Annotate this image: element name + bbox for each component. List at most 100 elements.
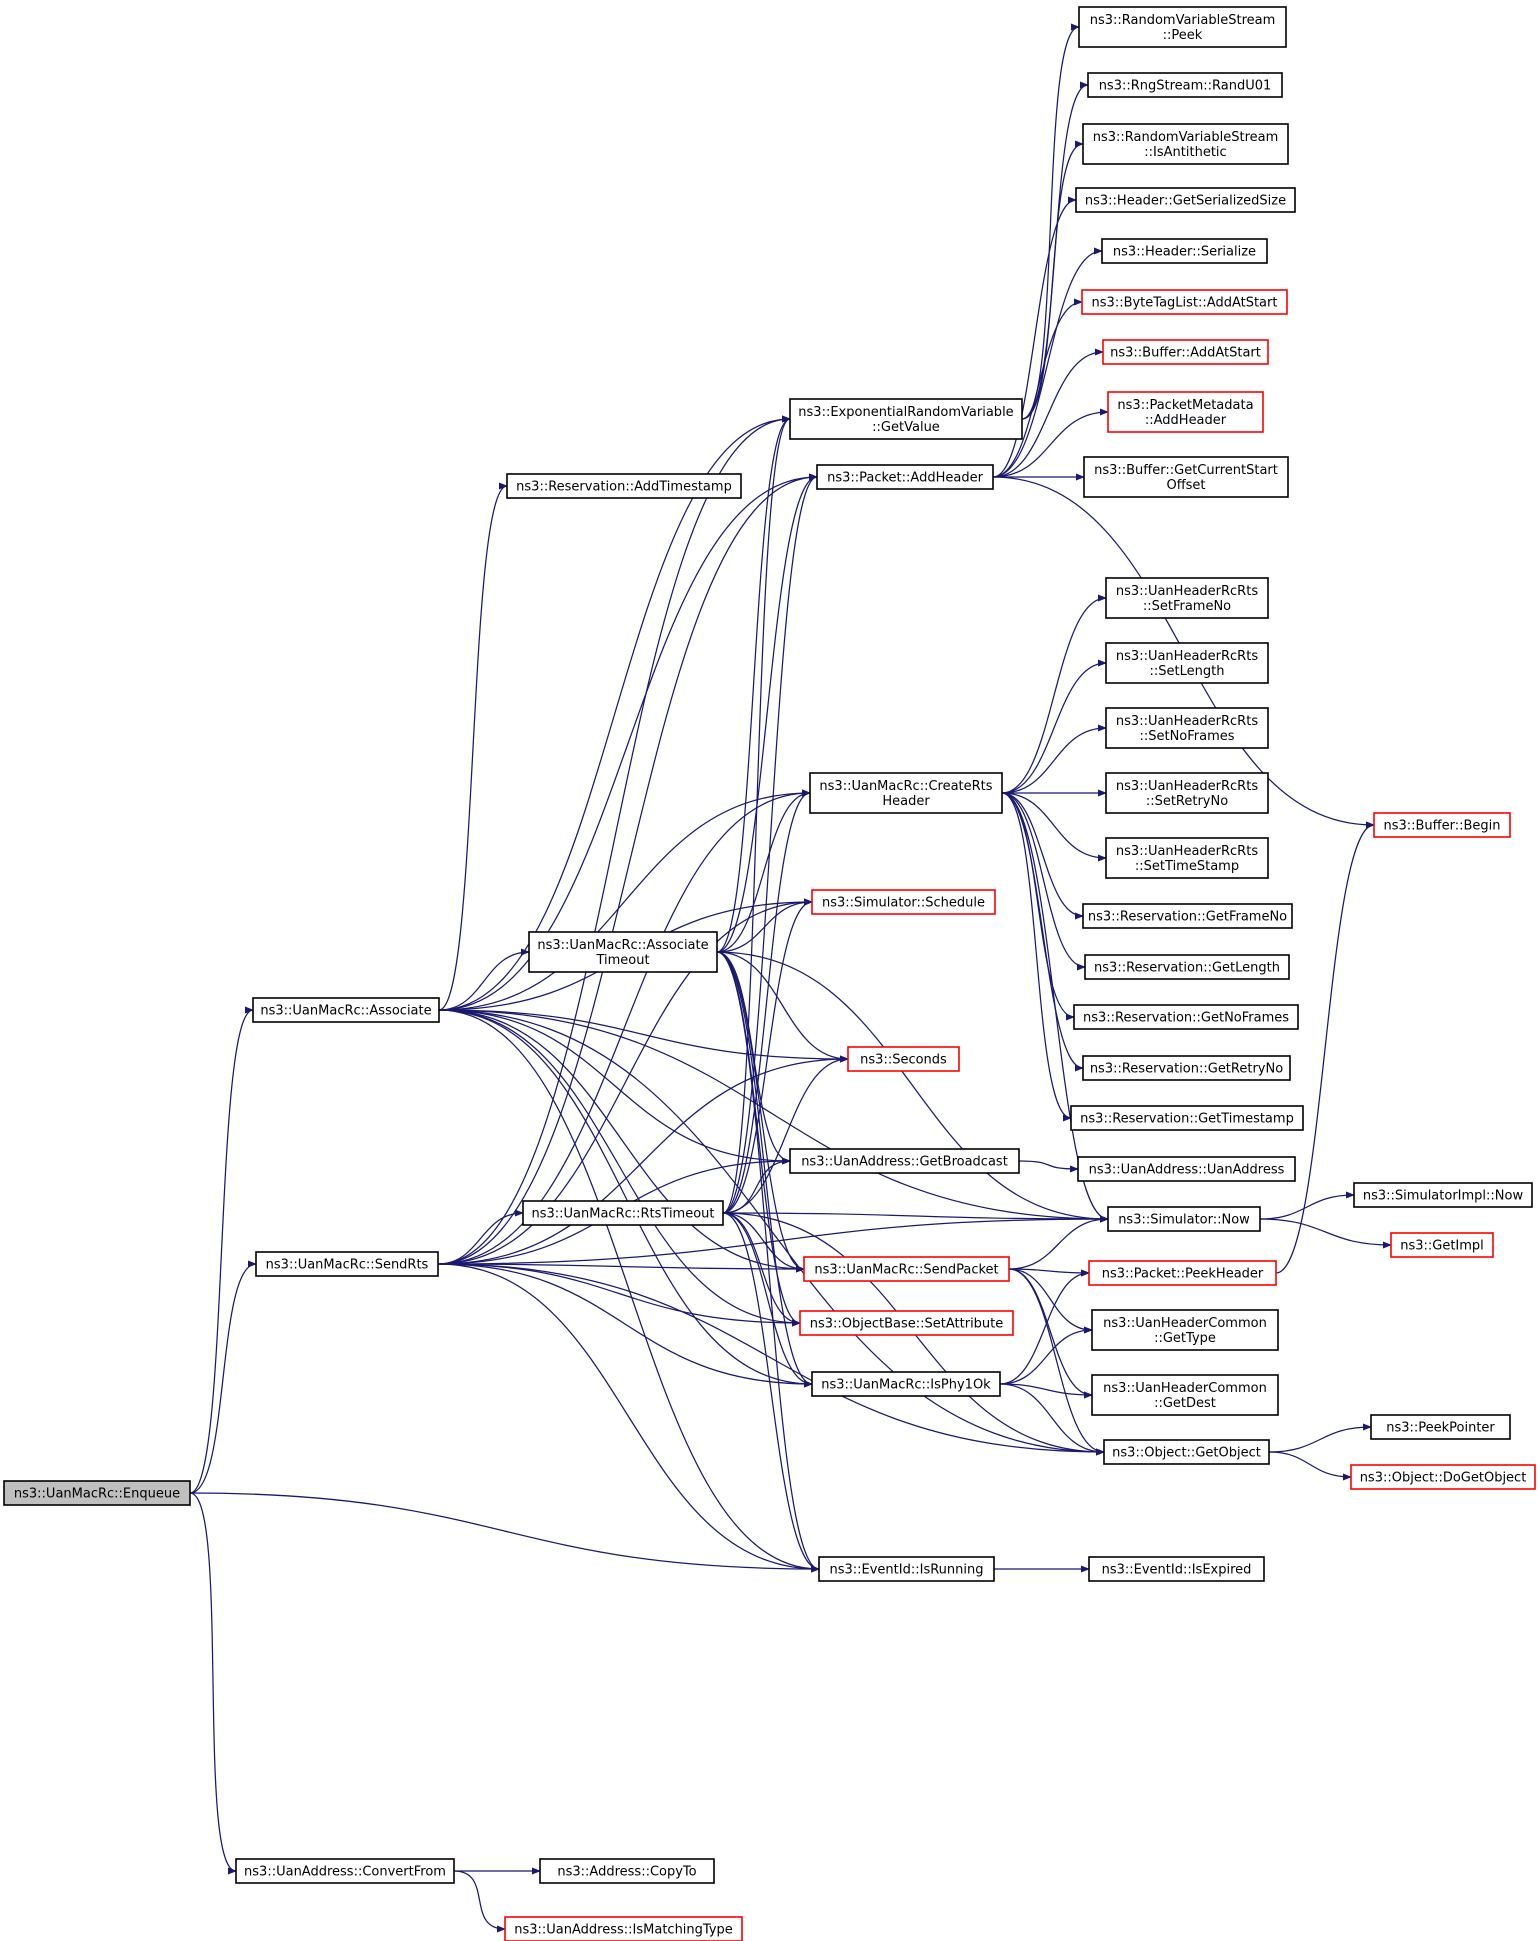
node-is-antithetic[interactable]: ns3::RandomVariableStream::IsAntithetic — [1082, 123, 1289, 165]
node-uan-address[interactable]: ns3::UanAddress::UanAddress — [1077, 1156, 1296, 1182]
node-get-impl[interactable]: ns3::GetImpl — [1390, 1232, 1494, 1258]
node-box — [1070, 1105, 1304, 1131]
node-sim-now[interactable]: ns3::Simulator::Now — [1107, 1206, 1261, 1232]
node-box — [1105, 707, 1269, 749]
node-meta-add-header[interactable]: ns3::PacketMetadata::AddHeader — [1107, 391, 1264, 433]
node-get-serialized-size[interactable]: ns3::Header::GetSerializedSize — [1075, 187, 1296, 213]
node-rts-timeout[interactable]: ns3::UanMacRc::RtsTimeout — [522, 1200, 724, 1226]
node-box — [1105, 577, 1269, 619]
node-label: ns3::PacketMetadata — [1117, 398, 1253, 413]
node-label: ::GetType — [1154, 1331, 1216, 1346]
node-send-packet[interactable]: ns3::UanMacRc::SendPacket — [803, 1256, 1010, 1282]
node-label: ::SetRetryNo — [1146, 794, 1228, 809]
edge-isPhy1Ok-to-getObject — [999, 1383, 1105, 1456]
node-res-get-frame-no[interactable]: ns3::Reservation::GetFrameNo — [1082, 903, 1293, 929]
node-label: ns3::Header::Serialize — [1113, 245, 1256, 260]
edge-sendRts-to-expGetValue — [437, 415, 791, 1265]
node-send-rts[interactable]: ns3::UanMacRc::SendRts — [255, 1251, 439, 1277]
node-box — [522, 1200, 724, 1226]
node-box — [1101, 238, 1268, 264]
edge-enqueue-to-convertFrom — [189, 1492, 237, 1875]
node-hdr-get-type[interactable]: ns3::UanHeaderCommon::GetType — [1091, 1309, 1279, 1351]
edge-rtsTimeout-to-expGetValue — [722, 415, 791, 1214]
node-res-get-length[interactable]: ns3::Reservation::GetLength — [1084, 954, 1290, 980]
node-is-expired[interactable]: ns3::EventId::IsExpired — [1088, 1556, 1265, 1582]
node-add-timestamp[interactable]: ns3::Reservation::AddTimestamp — [506, 473, 742, 499]
node-peek-header[interactable]: ns3::Packet::PeekHeader — [1088, 1260, 1277, 1286]
edge-createRtsHeader-to-setFrameNo — [1001, 594, 1107, 794]
edge-associate-to-setAttribute — [438, 1009, 801, 1327]
node-byte-tag-add-at-start[interactable]: ns3::ByteTagList::AddAtStart — [1081, 289, 1288, 315]
node-res-get-no-frames[interactable]: ns3::Reservation::GetNoFrames — [1073, 1004, 1299, 1030]
edge-sendPacket-to-getObject — [1008, 1268, 1105, 1456]
node-box — [1082, 123, 1289, 165]
node-hdr-get-dest[interactable]: ns3::UanHeaderCommon::GetDest — [1091, 1374, 1279, 1416]
node-set-time-stamp[interactable]: ns3::UanHeaderRcRts::SetTimeStamp — [1105, 837, 1269, 879]
node-box — [1091, 1374, 1279, 1416]
node-set-attribute[interactable]: ns3::ObjectBase::SetAttribute — [799, 1310, 1014, 1336]
node-is-running[interactable]: ns3::EventId::IsRunning — [818, 1556, 995, 1582]
node-label: Offset — [1166, 478, 1205, 493]
node-copy-to[interactable]: ns3::Address::CopyTo — [539, 1858, 715, 1884]
node-enqueue[interactable]: ns3::UanMacRc::Enqueue — [3, 1480, 191, 1506]
node-set-frame-no[interactable]: ns3::UanHeaderRcRts::SetFrameNo — [1105, 577, 1269, 619]
node-label: ns3::EventId::IsExpired — [1102, 1563, 1252, 1578]
edge-sendRts-to-rtsTimeout — [437, 1209, 524, 1265]
node-box — [1107, 391, 1264, 433]
node-set-length[interactable]: ns3::UanHeaderRcRts::SetLength — [1105, 642, 1269, 684]
node-buffer-begin[interactable]: ns3::Buffer::Begin — [1373, 812, 1511, 838]
node-box — [1353, 1182, 1533, 1208]
node-label: ns3::UanHeaderCommon — [1103, 1381, 1267, 1396]
node-box — [1105, 642, 1269, 684]
edge-associate-to-simNow — [438, 1009, 1109, 1223]
node-buffer-add-at-start[interactable]: ns3::Buffer::AddAtStart — [1102, 339, 1269, 365]
node-label: ns3::UanAddress::GetBroadcast — [801, 1155, 1008, 1170]
node-sim-schedule[interactable]: ns3::Simulator::Schedule — [811, 889, 996, 915]
edge-associate-to-addHeader — [438, 473, 818, 1011]
edge-associateTimeout-to-getBroadcast — [716, 951, 791, 1165]
node-header-serialize[interactable]: ns3::Header::Serialize — [1101, 238, 1268, 264]
node-label: ns3::UanMacRc::RtsTimeout — [531, 1207, 714, 1222]
edge-associate-to-isRunning — [438, 1009, 820, 1573]
node-label: ns3::Reservation::GetTimestamp — [1080, 1112, 1294, 1127]
node-label: ns3::RandomVariableStream — [1093, 130, 1279, 145]
node-box — [1107, 1206, 1261, 1232]
edge-associate-to-expGetValue — [438, 415, 791, 1011]
edge-sendRts-to-addHeader — [437, 473, 818, 1265]
node-set-retry-no[interactable]: ns3::UanHeaderRcRts::SetRetryNo — [1105, 772, 1269, 814]
node-exp-get-value[interactable]: ns3::ExponentialRandomVariable::GetValue — [789, 398, 1023, 440]
node-label: ns3::UanMacRc::CreateRts — [819, 779, 992, 794]
edge-associateTimeout-to-simNow — [716, 951, 1109, 1223]
node-rand-u01[interactable]: ns3::RngStream::RandU01 — [1087, 72, 1283, 98]
node-convert-from[interactable]: ns3::UanAddress::ConvertFrom — [235, 1858, 455, 1884]
node-seconds[interactable]: ns3::Seconds — [847, 1046, 960, 1072]
node-get-object[interactable]: ns3::Object::GetObject — [1103, 1439, 1270, 1465]
node-label: ns3::UanMacRc::Enqueue — [14, 1487, 180, 1502]
node-peek-pointer[interactable]: ns3::PeekPointer — [1370, 1414, 1511, 1440]
node-box — [1091, 1309, 1279, 1351]
edge-rtsTimeout-to-simNow — [722, 1212, 1109, 1223]
edge-rtsTimeout-to-isPhy1Ok — [722, 1212, 813, 1388]
node-res-get-retry-no[interactable]: ns3::Reservation::GetRetryNo — [1082, 1055, 1291, 1081]
node-rvs-peek[interactable]: ns3::RandomVariableStream::Peek — [1078, 6, 1287, 48]
node-box — [1084, 954, 1290, 980]
node-box — [1078, 6, 1287, 48]
node-sim-impl-now[interactable]: ns3::SimulatorImpl::Now — [1353, 1182, 1533, 1208]
node-add-header[interactable]: ns3::Packet::AddHeader — [816, 464, 994, 490]
node-set-no-frames[interactable]: ns3::UanHeaderRcRts::SetNoFrames — [1105, 707, 1269, 749]
edge-associate-to-sendPacket — [438, 1009, 805, 1273]
node-res-get-timestamp[interactable]: ns3::Reservation::GetTimestamp — [1070, 1105, 1304, 1131]
node-label: ns3::Buffer::AddAtStart — [1110, 346, 1261, 361]
node-associate[interactable]: ns3::UanMacRc::Associate — [252, 997, 440, 1023]
node-get-broadcast[interactable]: ns3::UanAddress::GetBroadcast — [789, 1148, 1020, 1174]
edge-createRtsHeader-to-resGetRetryNo — [1001, 792, 1084, 1072]
node-label: ns3::Simulator::Now — [1118, 1213, 1250, 1228]
node-is-phy1-ok[interactable]: ns3::UanMacRc::IsPhy1Ok — [811, 1371, 1001, 1397]
edge-createRtsHeader-to-resGetNoFrames — [1001, 792, 1075, 1021]
node-box — [803, 1256, 1010, 1282]
node-is-matching-type[interactable]: ns3::UanAddress::IsMatchingType — [504, 1916, 743, 1941]
node-do-get-object[interactable]: ns3::Object::DoGetObject — [1350, 1464, 1536, 1490]
